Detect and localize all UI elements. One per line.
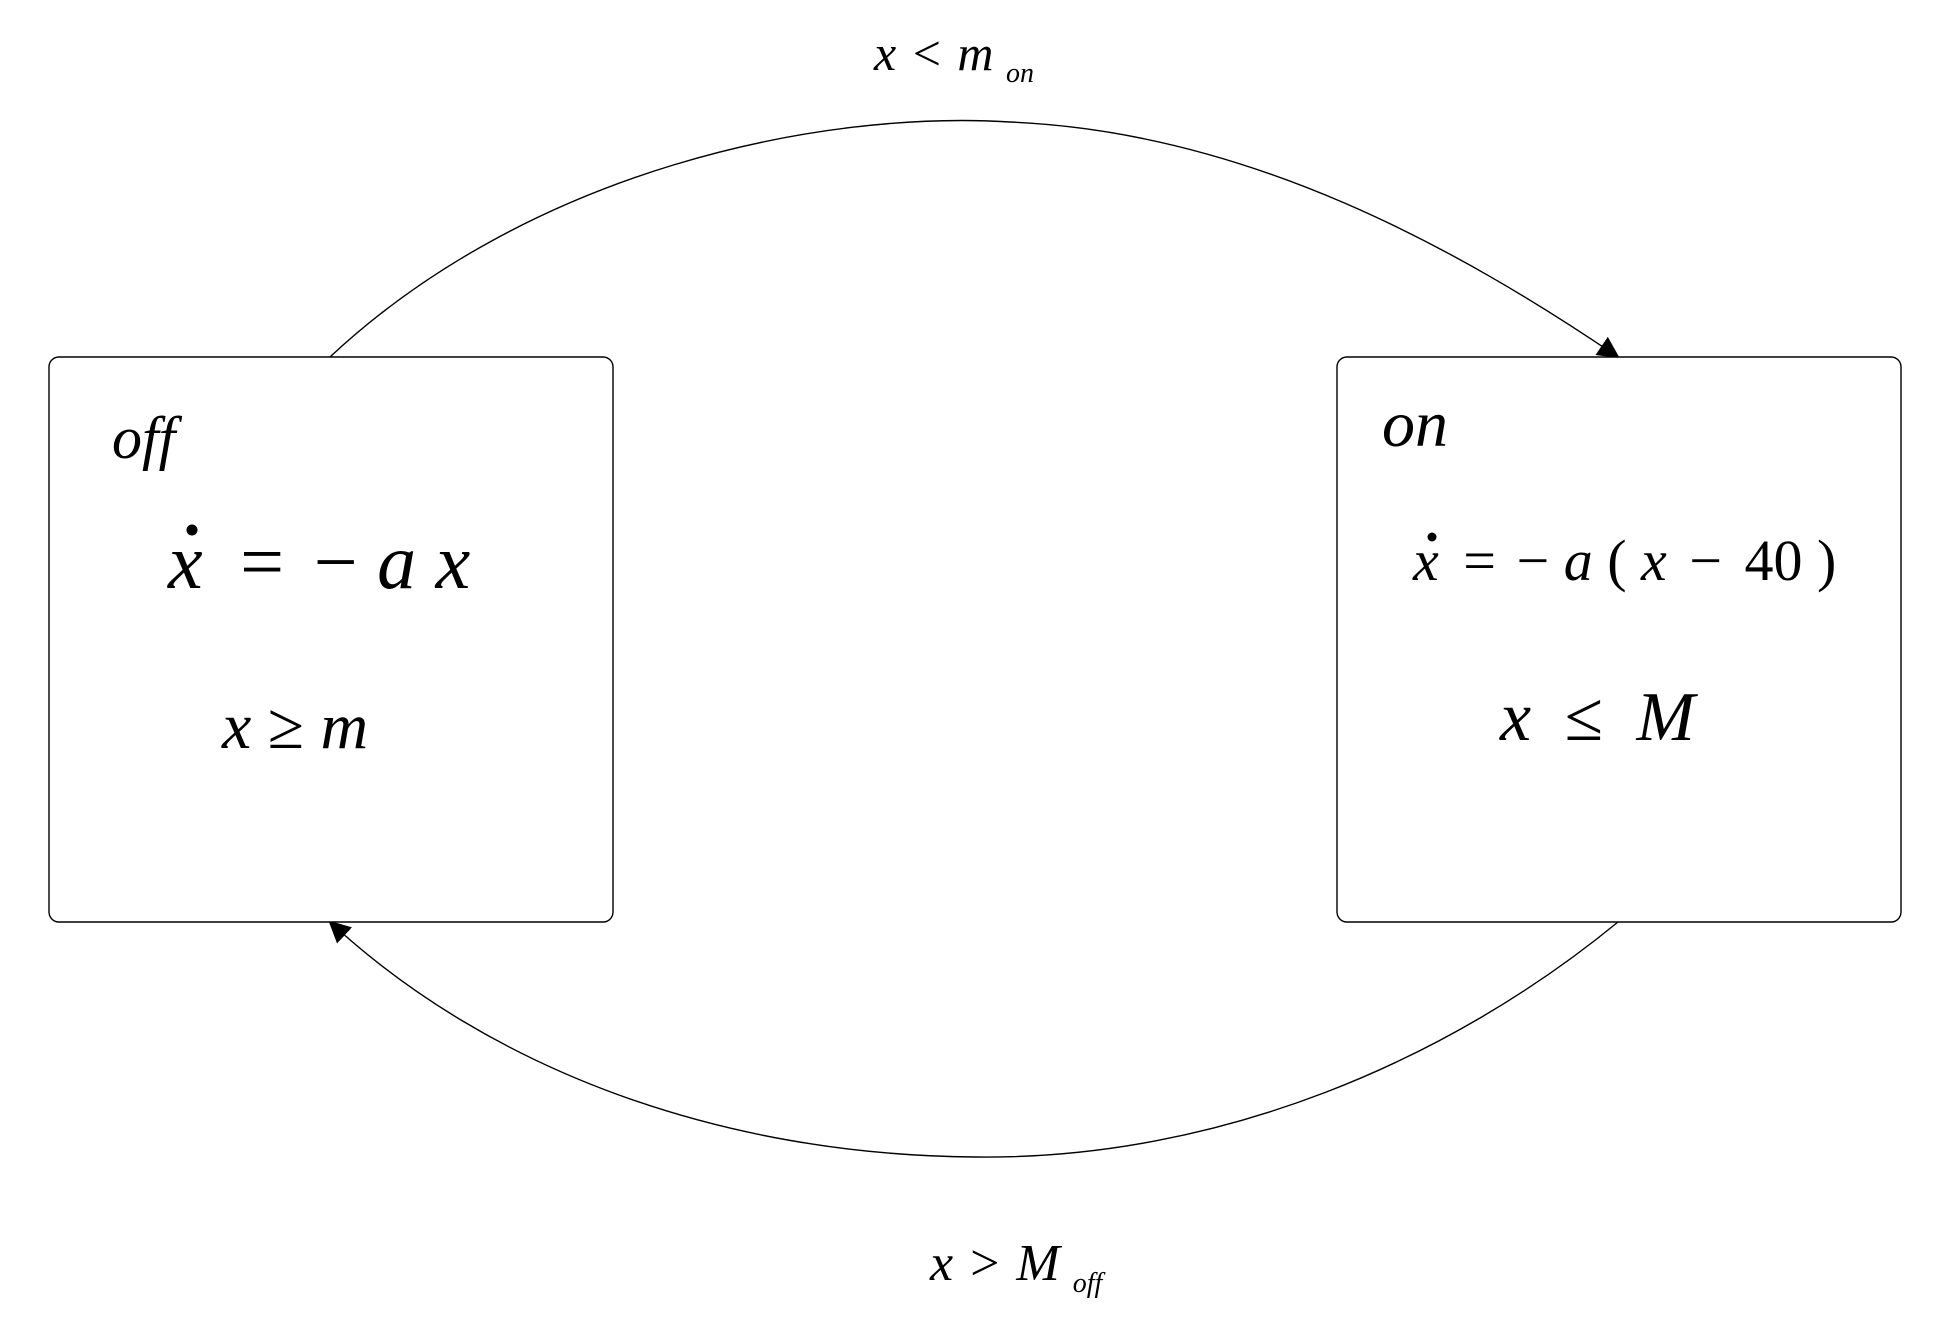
state-off-flow-a: a — [377, 518, 416, 605]
state-on-box — [1336, 356, 1902, 923]
guard-off-to-on-op: < — [913, 25, 941, 81]
state-off-box — [48, 356, 614, 923]
transition-on-to-off-arrow — [328, 920, 1619, 1158]
state-on: on x = − a ( x − 40 ) x ≤ M — [1336, 356, 1902, 923]
state-off-invariant-op: ≥ — [268, 690, 304, 763]
guard-on-to-off-var: x — [929, 1235, 953, 1292]
state-on-invariant-rhs: M — [1636, 679, 1699, 756]
state-on-invariant-var: x — [1499, 679, 1531, 756]
state-on-flow: x = − a ( x − 40 ) — [1412, 528, 1836, 593]
guard-on-to-off-sym: M — [1015, 1235, 1062, 1292]
state-off-invariant-rhs: m — [321, 690, 369, 763]
state-on-flow-const: 40 — [1744, 528, 1802, 593]
state-on-flow-sign: − — [1516, 528, 1549, 593]
state-off-flow-x: x — [435, 518, 471, 605]
state-on-flow-a: a — [1564, 528, 1593, 593]
guard-on-to-off-label: x > M off — [929, 1235, 1106, 1299]
guard-off-to-on-var: x — [873, 25, 896, 81]
transition-off-to-on-arrow — [329, 119, 1620, 359]
state-off-flow-var: x — [167, 518, 203, 605]
state-off-flow-eq: = — [240, 518, 284, 605]
guard-off-to-on-sym: m — [957, 25, 993, 81]
state-off-flow-dot — [186, 524, 198, 536]
state-off-name: off — [112, 405, 183, 471]
state-on-flow-rparen: ) — [1817, 528, 1836, 593]
guard-off-to-on-label: x < m on — [873, 25, 1034, 89]
state-on-flow-eq: = — [1463, 528, 1496, 593]
state-on-flow-inner-x: x — [1640, 528, 1667, 593]
state-off-flow: x = − a x — [167, 518, 471, 605]
state-off-flow-sign: − — [314, 518, 358, 605]
state-off: off x = − a x x ≥ m — [48, 356, 614, 923]
guard-off-to-on-sub: on — [1006, 58, 1034, 89]
state-on-name: on — [1382, 388, 1448, 461]
state-on-invariant: x ≤ M — [1499, 679, 1699, 756]
guard-on-to-off-sub: off — [1073, 1268, 1106, 1299]
state-on-flow-dot — [1427, 532, 1437, 542]
state-off-invariant-var: x — [221, 690, 251, 763]
guard-on-to-off-op: > — [970, 1235, 999, 1292]
state-on-flow-lparen: ( — [1607, 528, 1626, 593]
state-on-flow-minus: − — [1689, 528, 1722, 593]
state-off-invariant: x ≥ m — [221, 690, 368, 763]
state-on-invariant-op: ≤ — [1565, 679, 1603, 756]
